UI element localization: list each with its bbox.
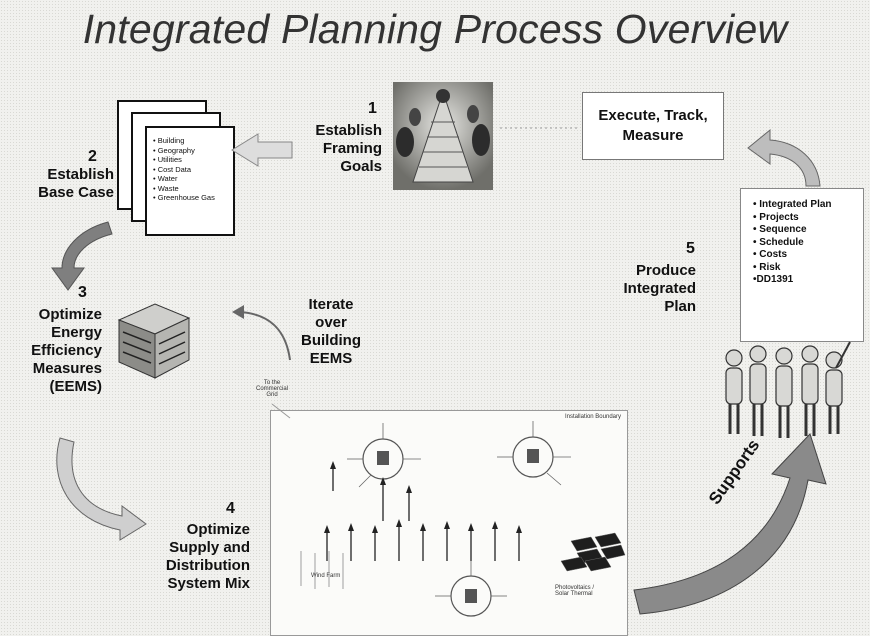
arrow-plan-to-execute <box>747 128 821 187</box>
supports-label: Supports <box>705 435 764 508</box>
plan-list: Integrated Plan Projects Sequence Schedu… <box>741 189 863 274</box>
step-5-number: 5 <box>686 240 695 257</box>
arrow-eems-to-supply <box>56 437 147 541</box>
step-2-label: Establish Base Case <box>38 166 114 201</box>
base-case-document: Building Geography Utilities Cost Data W… <box>145 126 235 236</box>
step-4-label: Optimize Supply and Distribution System … <box>165 521 250 592</box>
installation-boundary-label: Installation Boundary <box>564 414 621 420</box>
plan-list-dd1391: •DD1391 <box>753 274 794 285</box>
wind-farm-label: Wind Farm <box>311 573 341 579</box>
step-1-label: Establish Framing Goals <box>315 122 382 175</box>
integrated-plan-board: Integrated Plan Projects Sequence Schedu… <box>740 188 864 342</box>
base-case-list: Building Geography Utilities Cost Data W… <box>147 128 233 203</box>
arrow-goals-to-base <box>231 133 293 167</box>
pv-label: Photovoltaics /Solar Thermal <box>555 585 595 597</box>
framing-goals-photo <box>393 82 493 190</box>
iterate-arrow <box>239 311 291 361</box>
step-2-number: 2 <box>88 148 97 165</box>
step-1-number: 1 <box>368 100 377 117</box>
building-cube-icon <box>115 300 193 380</box>
execute-track-measure-box: Execute, Track, Measure <box>582 92 724 160</box>
supply-distribution-map: Installation Boundary Wind Farm Photovol… <box>270 410 628 636</box>
step-3-number: 3 <box>78 284 87 301</box>
step-3-label: Optimize Energy Efficiency Measures (EEM… <box>31 306 102 395</box>
step-5-label: Produce Integrated Plan <box>623 262 696 315</box>
audience-people-icon <box>714 340 854 444</box>
arrow-base-to-eems <box>51 221 113 291</box>
diagram-title: Integrated Planning Process Overview <box>82 6 788 52</box>
step-4-number: 4 <box>226 500 235 517</box>
iterate-label: Iterate over Building EEMS <box>301 296 361 367</box>
